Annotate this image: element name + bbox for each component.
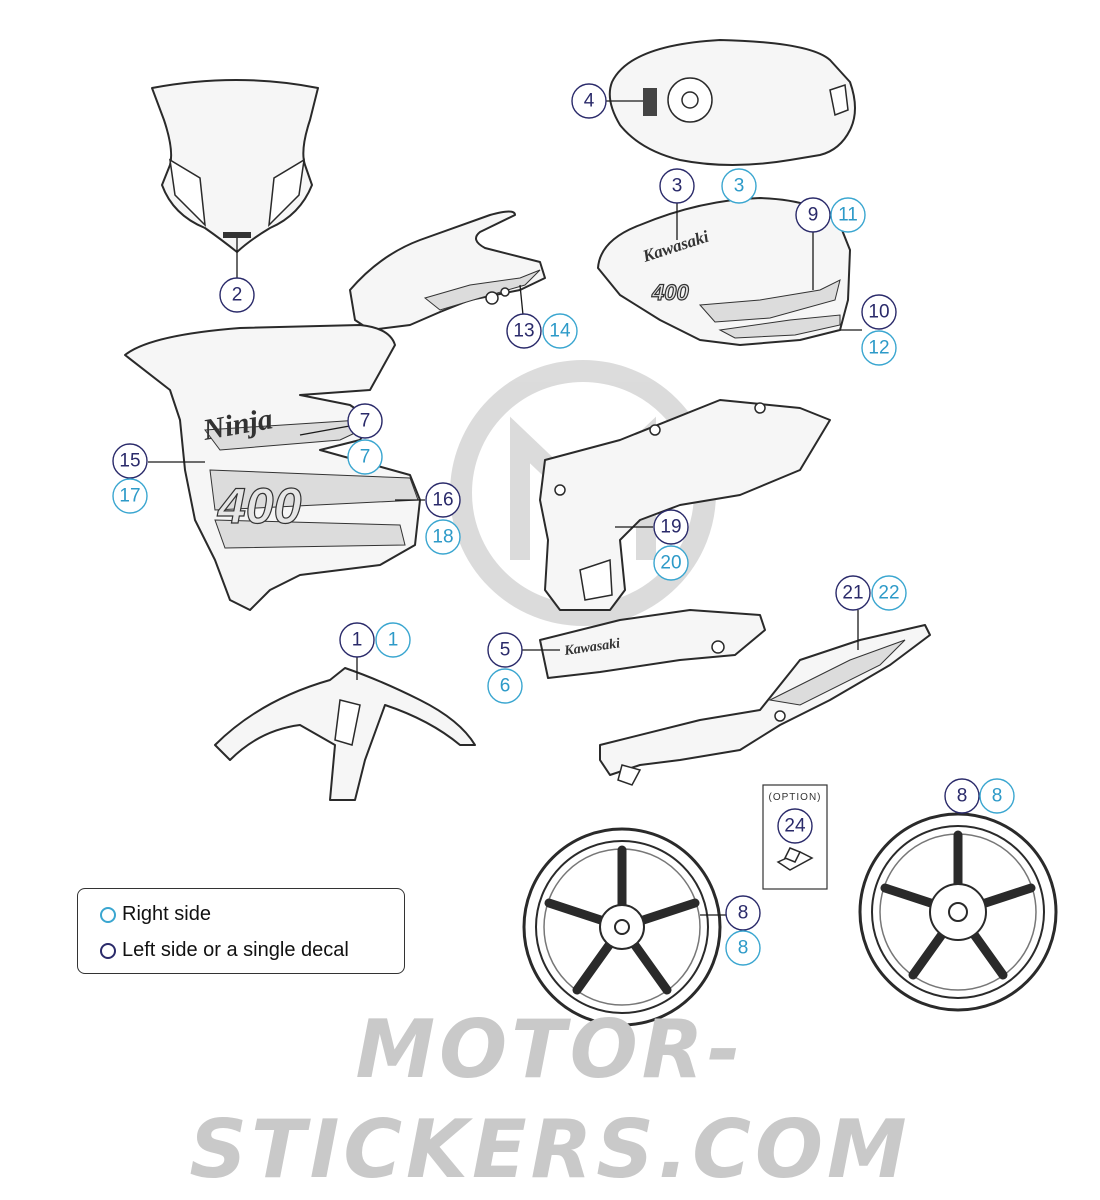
upper-cowl-part (349, 210, 546, 331)
callout-10-left: 10 (861, 294, 897, 330)
svg-text:8: 8 (992, 786, 1003, 807)
callout-8-front-right: 8 (725, 930, 761, 966)
callout-16-left: 16 (425, 482, 461, 518)
legend-left-label: Left side or a single decal (122, 939, 349, 961)
callout-11-right: 11 (830, 197, 866, 233)
callout-14-right: 14 (542, 313, 578, 349)
svg-text:7: 7 (360, 447, 371, 468)
callout-19-left: 19 (653, 509, 689, 545)
legend-box: Right side Left side or a single decal (77, 888, 405, 974)
svg-text:6: 6 (500, 676, 511, 697)
callout-12-right: 12 (861, 330, 897, 366)
option-label: (OPTION) (769, 792, 822, 803)
callout-18-right: 18 (425, 519, 461, 555)
svg-text:5: 5 (500, 640, 511, 661)
callout-9-left: 9 (795, 197, 831, 233)
callout-8-front-left: 8 (725, 895, 761, 931)
svg-text:16: 16 (432, 490, 453, 511)
svg-text:1: 1 (352, 630, 363, 651)
seat-cowl (599, 610, 931, 786)
callout-4-left: 4 (571, 83, 607, 119)
legend-right-side: Right side (100, 903, 211, 926)
svg-text:12: 12 (868, 338, 889, 359)
svg-text:17: 17 (119, 486, 140, 507)
front-wheel (522, 827, 727, 1027)
callout-6-right: 6 (487, 668, 523, 704)
svg-text:24: 24 (784, 816, 806, 837)
svg-text:13: 13 (513, 321, 534, 342)
side-fairing: Ninja 400 (124, 324, 425, 611)
callout-3-right: 3 (721, 168, 757, 204)
callout-20-right: 20 (653, 545, 689, 581)
fuel-tank-top (606, 39, 856, 166)
tank-model-decal: 400 (651, 280, 689, 305)
svg-text:22: 22 (878, 583, 899, 604)
front-fender (214, 655, 476, 801)
svg-text:8: 8 (738, 903, 749, 924)
svg-text:18: 18 (432, 527, 453, 548)
svg-text:7: 7 (360, 411, 371, 432)
svg-text:19: 19 (660, 517, 681, 538)
callout-7-left: 7 (347, 403, 383, 439)
fairing-model-decal: 400 (217, 478, 302, 534)
svg-text:9: 9 (808, 205, 819, 226)
callout-8-rear-right: 8 (979, 778, 1015, 814)
callout-22-right: 22 (871, 575, 907, 611)
svg-text:20: 20 (660, 553, 681, 574)
callout-15-left: 15 (112, 443, 148, 479)
svg-text:8: 8 (738, 938, 749, 959)
under-cowl: Kawasaki (522, 609, 766, 679)
callout-13-left: 13 (506, 313, 542, 349)
svg-text:8: 8 (957, 786, 968, 807)
svg-text:11: 11 (838, 205, 858, 226)
decal-diagram: Kawasaki 400 Ninja 400 Kawasaki (112, 39, 1058, 1027)
svg-text:14: 14 (549, 321, 571, 342)
legend-left-side: Left side or a single decal (100, 939, 349, 962)
svg-text:4: 4 (584, 91, 595, 112)
left-side-circle-icon (100, 942, 116, 959)
callout-17-right: 17 (112, 478, 148, 514)
svg-text:10: 10 (868, 302, 889, 323)
callout-2-left: 2 (219, 277, 255, 313)
callout-1-left: 1 (339, 622, 375, 658)
callout-8-rear-left: 8 (944, 778, 980, 814)
callout-24-left: 24 (777, 808, 813, 844)
callout-3-left: 3 (659, 168, 695, 204)
svg-text:3: 3 (734, 176, 745, 197)
svg-text:3: 3 (672, 176, 683, 197)
site-watermark: MOTOR-STICKERS.COM (189, 1003, 911, 1196)
svg-text:21: 21 (842, 583, 863, 604)
callout-1-right: 1 (375, 622, 411, 658)
right-side-circle-icon (100, 906, 116, 923)
callout-7-right: 7 (347, 439, 383, 475)
svg-text:2: 2 (232, 285, 243, 306)
rear-wheel (858, 795, 1058, 1012)
callout-5-left: 5 (487, 632, 523, 668)
callout-21-left: 21 (835, 575, 871, 611)
inner-fairing-panel (539, 399, 831, 611)
windscreen (151, 79, 319, 280)
legend-right-label: Right side (122, 903, 211, 925)
svg-text:1: 1 (388, 630, 399, 651)
svg-text:15: 15 (119, 451, 140, 472)
